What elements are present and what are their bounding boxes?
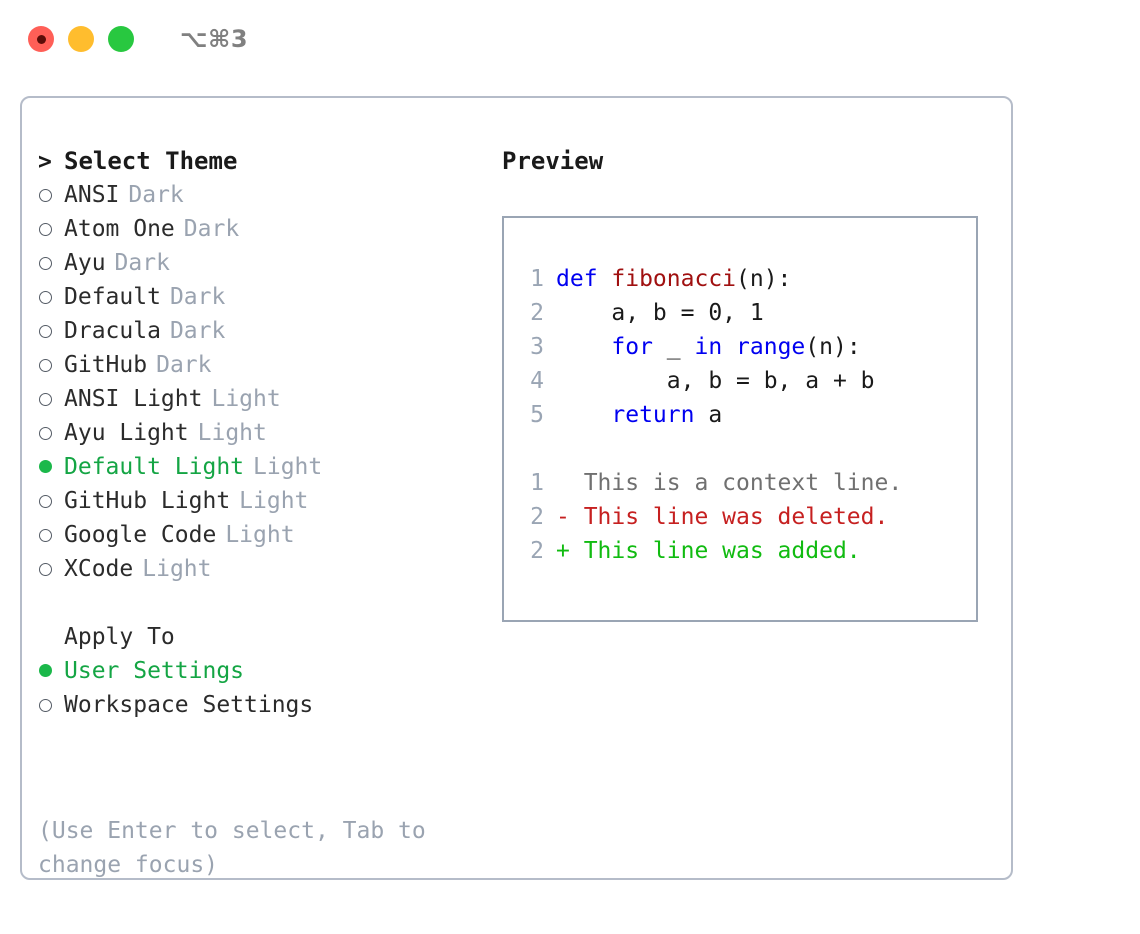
diff-sample: 1 This is a context line. 2 - This line wa…: [504, 466, 976, 568]
theme-list-item[interactable]: GitHub Light Light: [38, 484, 478, 518]
theme-list-item[interactable]: Default Dark: [38, 280, 478, 314]
theme-category-label: Dark: [169, 318, 226, 344]
theme-category-label: Light: [225, 522, 295, 548]
apply-to-option[interactable]: User Settings: [38, 654, 478, 688]
theme-name: Default Light: [64, 454, 245, 480]
theme-name: GitHub: [64, 352, 148, 378]
code-gap: [504, 432, 976, 466]
code-token: + This line was added.: [556, 538, 861, 564]
code-token: (n):: [805, 334, 861, 360]
code-token: for: [611, 334, 653, 360]
theme-category-label: Dark: [156, 352, 212, 378]
code-line: 5 return a: [504, 398, 976, 432]
theme-list-item[interactable]: GitHub Dark: [38, 348, 478, 382]
theme-name: Google Code: [64, 522, 217, 548]
theme-list-item[interactable]: Atom One Dark: [38, 212, 478, 246]
maximize-button[interactable]: [108, 26, 134, 52]
theme-category-label: Light: [239, 488, 309, 514]
theme-name: Ayu: [64, 250, 106, 276]
theme-category-label: Dark: [169, 284, 226, 310]
theme-list-item[interactable]: Ayu Light Light: [38, 416, 478, 450]
theme-name: Atom One: [64, 216, 175, 242]
code-token: fibonacci: [611, 266, 737, 292]
code-line: 3 for _ in range(n):: [504, 330, 976, 364]
line-number: 2: [530, 300, 544, 326]
code-token: return: [611, 402, 695, 428]
theme-list-item[interactable]: Dracula Dark: [38, 314, 478, 348]
theme-category-label: Dark: [114, 250, 170, 276]
line-number: 1: [530, 266, 544, 292]
code-token: a, b = 0, 1: [556, 300, 764, 326]
theme-list-item[interactable]: XCode Light: [38, 552, 478, 586]
line-number: 2: [530, 504, 544, 530]
theme-list-item[interactable]: ANSI Light Light: [38, 382, 478, 416]
code-token: a, b = b, a + b: [556, 368, 875, 394]
window-shortcut-label: ⌥⌘3: [180, 25, 249, 53]
theme-category-label: Light: [142, 556, 212, 582]
line-number: 5: [530, 402, 544, 428]
code-token: [556, 398, 611, 432]
code-token: in: [694, 334, 723, 360]
code-line: 1 def fibonacci(n):: [504, 262, 976, 296]
theme-list-item[interactable]: Google Code Light: [38, 518, 478, 552]
code-token: (n):: [736, 266, 792, 292]
code-token: This is a context line.: [556, 470, 903, 496]
code-token: _: [652, 334, 695, 360]
theme-name: ANSI: [64, 182, 120, 208]
theme-picker-header: > Select Theme: [38, 144, 478, 178]
code-line: 2 a, b = 0, 1: [504, 296, 976, 330]
code-token: [556, 330, 611, 364]
theme-category-label: Dark: [128, 182, 184, 208]
theme-list-item[interactable]: Default Light Light: [38, 450, 478, 484]
code-line: 4 a, b = b, a + b: [504, 364, 976, 398]
minimize-button[interactable]: [68, 26, 94, 52]
keyboard-hint: (Use Enter to select, Tab to change focu…: [38, 818, 440, 878]
diff-line: 1 This is a context line.: [504, 466, 976, 500]
diff-line: 2 + This line was added.: [504, 534, 976, 568]
theme-name: ANSI Light: [64, 386, 203, 412]
theme-list-item[interactable]: Ayu Dark: [38, 246, 478, 280]
list-spacer: [38, 586, 478, 620]
theme-category-label: Light: [253, 454, 323, 480]
apply-to-option-label: Workspace Settings: [64, 692, 314, 718]
theme-list-item[interactable]: ANSI Dark: [38, 178, 478, 212]
prompt-caret-icon: >: [38, 149, 52, 175]
code-token: def: [556, 266, 612, 292]
code-token: [722, 330, 736, 364]
line-number: 2: [530, 538, 544, 564]
line-number: 4: [530, 368, 544, 394]
apply-to-header: Apply To: [38, 620, 478, 654]
theme-name: Dracula: [64, 318, 161, 344]
close-button[interactable]: [28, 26, 54, 52]
theme-category-label: Light: [211, 386, 281, 412]
theme-name: Default: [64, 284, 161, 310]
theme-picker-title: Select Theme: [64, 147, 238, 175]
title-bar: ⌥⌘3: [0, 0, 1140, 78]
theme-name: Ayu Light: [64, 420, 189, 446]
apply-to-option-label: User Settings: [64, 658, 245, 684]
code-token: - This line was deleted.: [556, 504, 889, 530]
theme-category-label: Light: [197, 420, 267, 446]
line-number: 3: [530, 334, 544, 360]
theme-name: XCode: [64, 556, 134, 582]
theme-name: GitHub Light: [64, 488, 231, 514]
apply-to-option[interactable]: Workspace Settings: [38, 688, 478, 722]
theme-category-label: Dark: [183, 216, 240, 242]
code-token: range: [736, 334, 806, 360]
preview-title: Preview: [502, 147, 604, 175]
line-number: 1: [530, 470, 544, 496]
apply-to-label: Apply To: [64, 624, 175, 650]
code-token: a: [694, 402, 723, 428]
diff-line: 2 - This line was deleted.: [504, 500, 976, 534]
